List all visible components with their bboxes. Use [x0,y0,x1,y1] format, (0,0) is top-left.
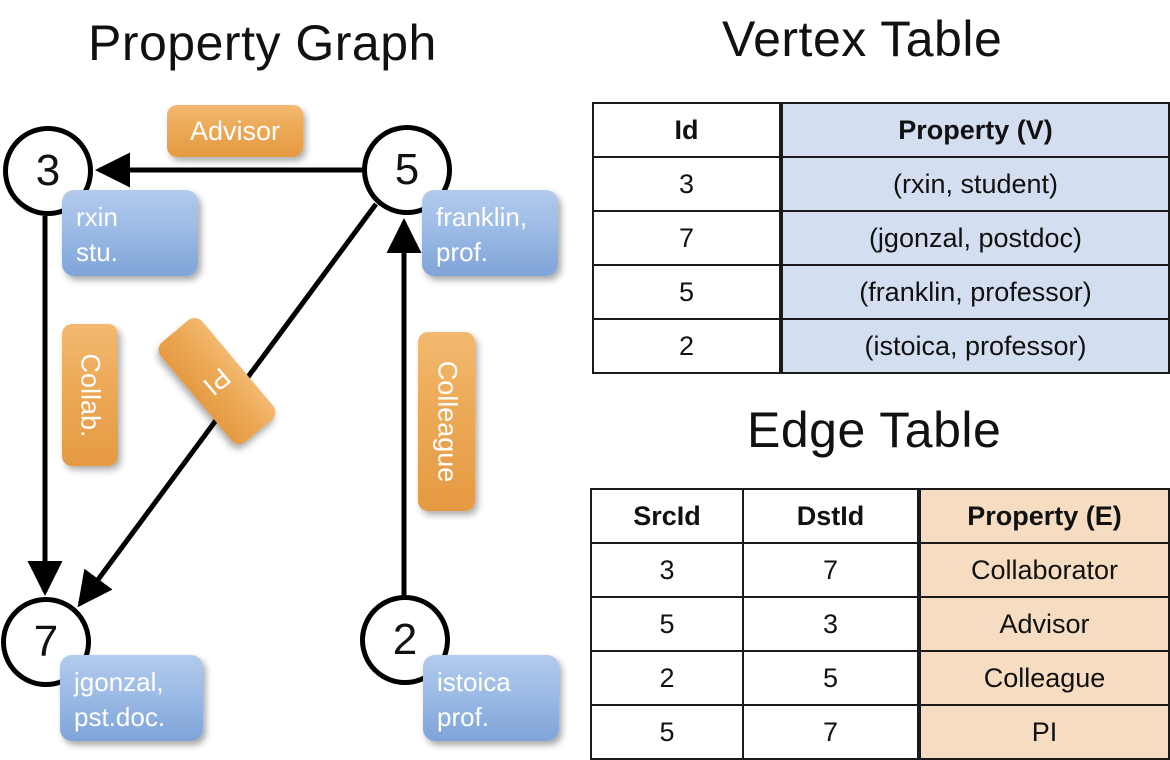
node-property-box-2: istoica prof. [423,655,559,741]
page-title-property-graph: Property Graph [88,15,437,71]
edge-label-box-collaborator: Collab. [62,324,118,466]
edge-label-pi-text: PI [197,361,237,402]
node-property-5-line1: franklin, [436,202,528,232]
edge-cell-srcid: 5 [590,596,744,652]
edge-table-header-row: SrcId DstId Property (E) [590,488,1170,544]
edge-cell-property: Advisor [917,596,1170,652]
table-row: 2 (istoica, professor) [592,318,1170,374]
graph-node-5[interactable]: 5 [362,125,452,215]
graph-node-5-label: 5 [394,145,420,194]
vertex-cell-property: (franklin, professor) [779,264,1170,320]
vertex-table-col-property: Property (V) [779,102,1170,158]
edge-label-box-colleague: Colleague [418,332,475,511]
vertex-cell-property: (rxin, student) [779,156,1170,212]
edge-cell-srcid: 3 [590,542,744,598]
node-property-3-line1: rxin [76,202,118,232]
edge-cell-dstid: 7 [742,704,920,760]
edge-cell-dstid: 7 [742,542,920,598]
vertex-table-header-row: Id Property (V) [592,102,1170,158]
table-row: 3 7 Collaborator [590,542,1170,598]
edge-table-col-property: Property (E) [917,488,1170,544]
table-row: 5 7 PI [590,704,1170,760]
graph-node-2[interactable]: 2 [360,595,450,685]
edge-cell-dstid: 3 [742,596,920,652]
node-property-5-line2: prof. [436,236,489,267]
edge-cell-dstid: 5 [742,650,920,706]
node-property-2-line1: istoica [437,667,511,697]
node-property-2-line2: prof. [437,701,490,732]
edge-cell-property: Colleague [917,650,1170,706]
table-row: 5 3 Advisor [590,596,1170,652]
edge-table-col-srcid: SrcId [590,488,744,544]
vertex-cell-id: 7 [592,210,782,266]
node-property-3-line2: stu. [76,236,118,267]
vertex-cell-property: (istoica, professor) [779,318,1170,374]
vertex-cell-id: 2 [592,318,782,374]
edge-cell-srcid: 2 [590,650,744,706]
node-property-box-3: rxin stu. [62,190,198,276]
edge-table-col-dstid: DstId [742,488,920,544]
edge-cell-property: PI [917,704,1170,760]
graph-node-7-label: 7 [33,617,59,666]
vertex-table-col-id: Id [592,102,782,158]
node-property-box-7: jgonzal, pst.doc. [60,655,203,741]
graph-node-3-label: 3 [35,146,61,195]
vertex-table: Id Property (V) 3 (rxin, student) 7 (jgo… [592,102,1170,374]
edge-table: SrcId DstId Property (E) 3 7 Collaborato… [590,488,1170,760]
table-row: 3 (rxin, student) [592,156,1170,212]
table-row: 2 5 Colleague [590,650,1170,706]
edge-cell-property: Collaborator [917,542,1170,598]
edge-label-box-advisor: Advisor [167,105,303,157]
vertex-cell-property: (jgonzal, postdoc) [779,210,1170,266]
vertex-cell-id: 3 [592,156,782,212]
table-row: 7 (jgonzal, postdoc) [592,210,1170,266]
edge-label-collaborator-text: Collab. [75,352,106,438]
edge-label-colleague-text: Colleague [432,360,462,483]
table-row: 5 (franklin, professor) [592,264,1170,320]
node-property-box-5: franklin, prof. [422,190,558,276]
page-title-edge-table: Edge Table [747,402,1002,458]
edge-cell-srcid: 5 [590,704,744,760]
node-property-7-line2: pst.doc. [74,701,166,732]
page-title-vertex-table: Vertex Table [722,11,1003,67]
edge-label-advisor-text: Advisor [189,115,281,146]
node-property-7-line1: jgonzal, [74,667,164,697]
vertex-cell-id: 5 [592,264,782,320]
graph-node-2-label: 2 [392,615,418,664]
property-graph-diagram: 3 5 7 2 rxin stu. franklin, prof. jgonza… [1,105,559,741]
